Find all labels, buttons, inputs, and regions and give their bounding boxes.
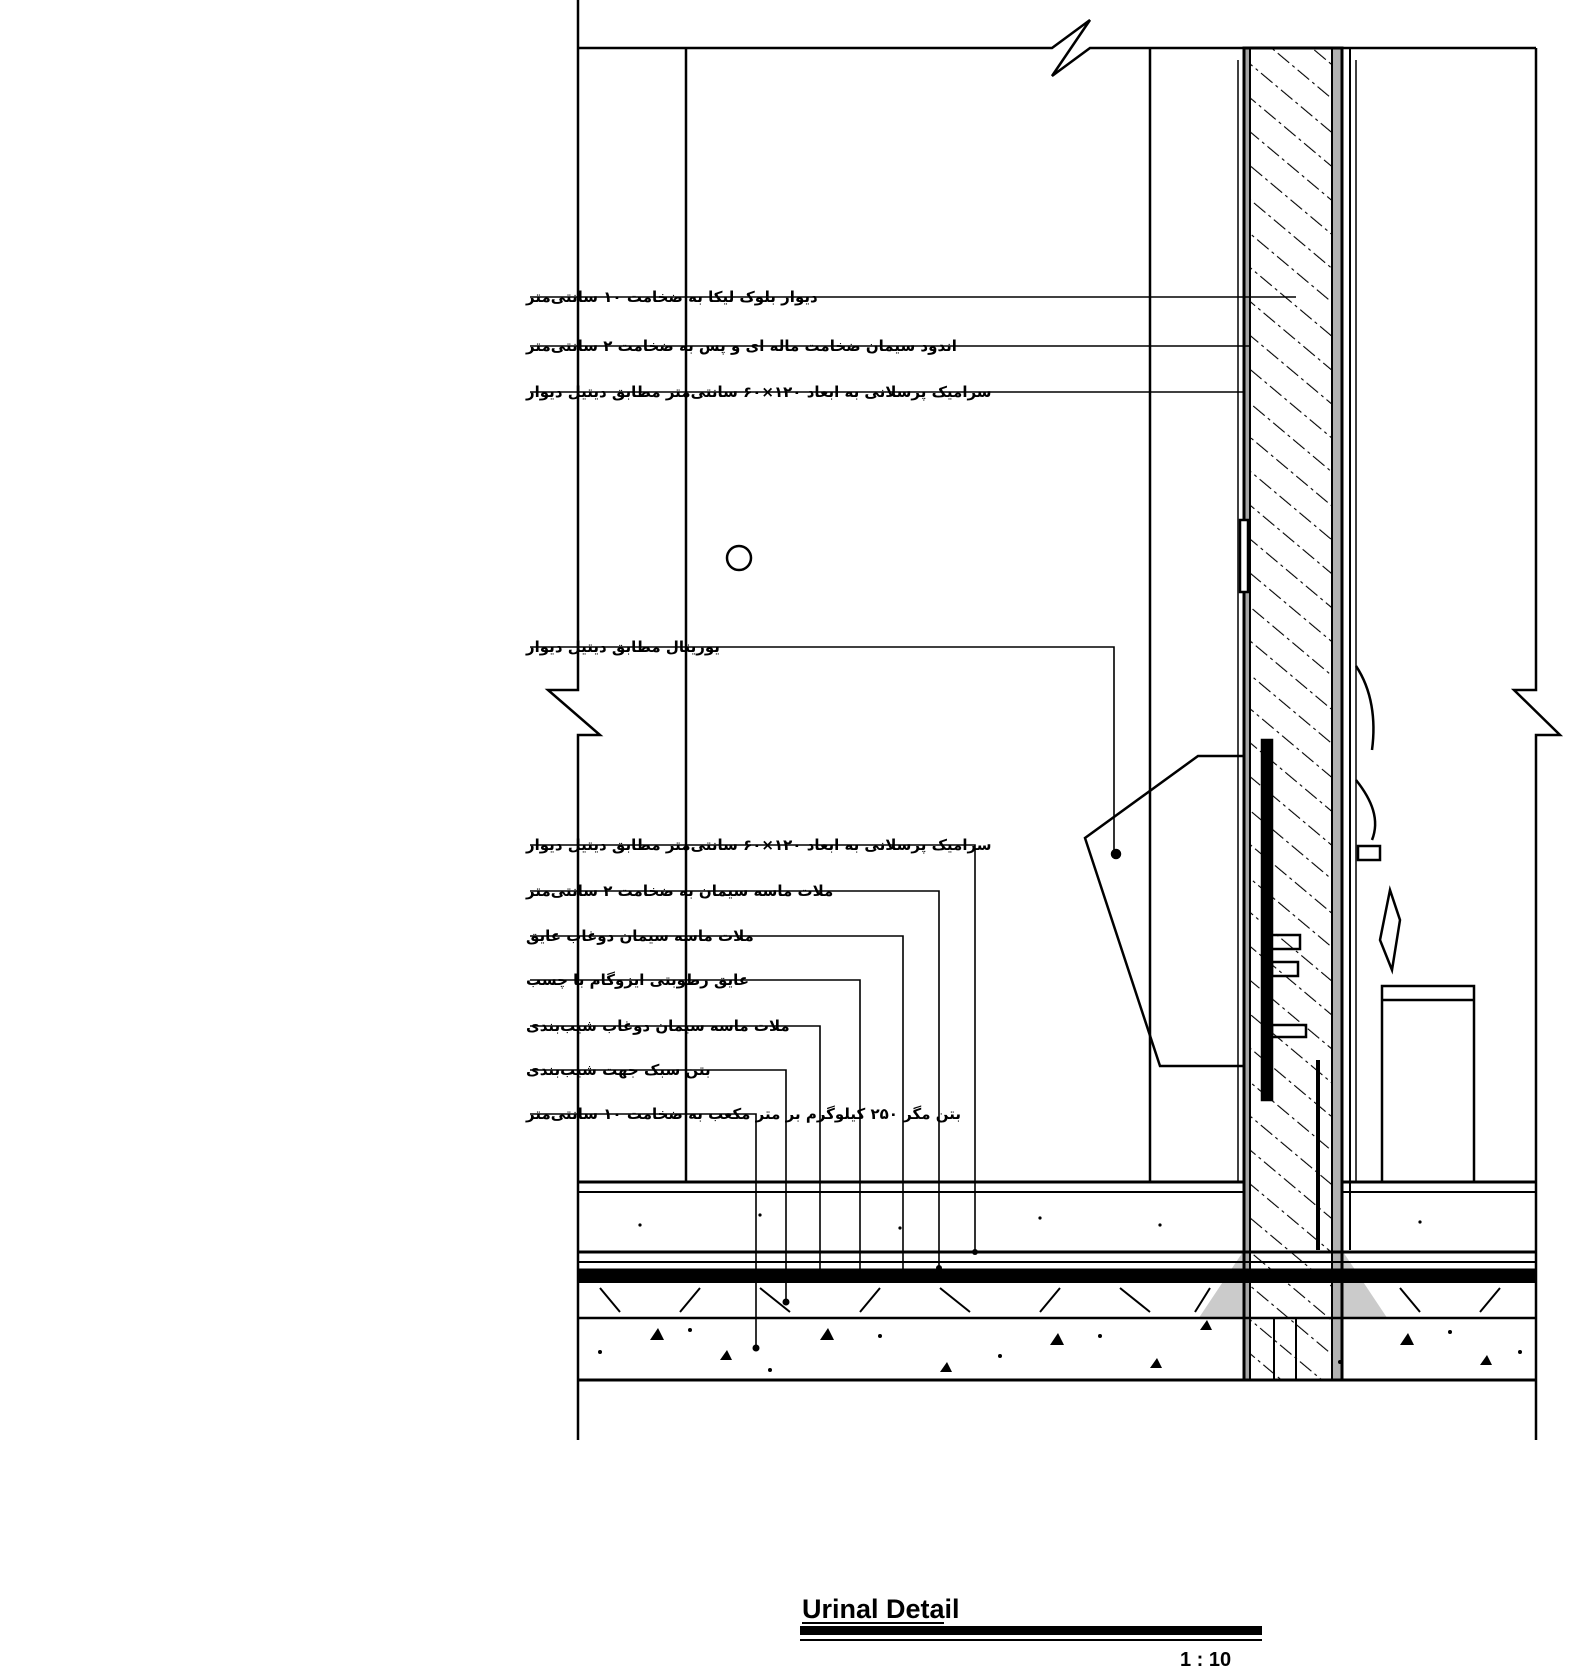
label-wall-tile: سرامیک پرسلانی به ابعاد ۱۲۰×۶۰ سانتی‌متر… [525,383,992,402]
drawing-scale: 1 : 10 [1180,1649,1231,1669]
label-floor-tile: سرامیک پرسلانی به ابعاد ۱۲۰×۶۰ سانتی‌متر… [525,836,992,855]
urinal-fixture [725,518,1476,1250]
drawing-title: Urinal Detail [802,1594,960,1624]
section-frame [544,0,1564,1440]
label-wall-block: دیوار بلوک لیکا به ضخامت ۱۰ سانتی‌متر [525,288,818,306]
label-waterproofing: عایق رطوبتی ایزوگام با چسب [526,971,749,990]
label-slope-mortar: ملات ماسه سیمان دوغاب شیب‌بندی [526,1017,790,1035]
leader-dots [752,1249,978,1352]
drawing-title-block: Urinal Detail 1 : 10 [800,1594,1262,1669]
masonry-wall [1242,46,1344,1382]
wall-finish-layers [1237,48,1357,1250]
concrete-speckle [598,1213,1522,1372]
leader-lines [530,296,1296,1348]
label-insulation-mortar: ملات ماسه سیمان دوغاب عایق [526,927,754,945]
label-light-concrete: بتن سبک جهت شیب‌بندی [526,1061,711,1079]
callout-labels: دیوار بلوک لیکا به ضخامت ۱۰ سانتی‌متر ان… [525,288,992,1123]
label-urinal: یوریتال مطابق دیتیل دیوار [525,638,720,656]
label-wall-plaster: اندود سیمان ضخامت ماله ای و پس به ضخامت … [525,337,957,356]
label-floor-mortar: ملات ماسه سیمان به ضخامت ۲ سانتی‌متر [525,882,833,900]
floor-layers [577,1180,1537,1382]
label-lean-concrete: بتن مگر ۲۵۰ کیلوگرم بر متر مکعب به ضخامت… [525,1105,961,1123]
